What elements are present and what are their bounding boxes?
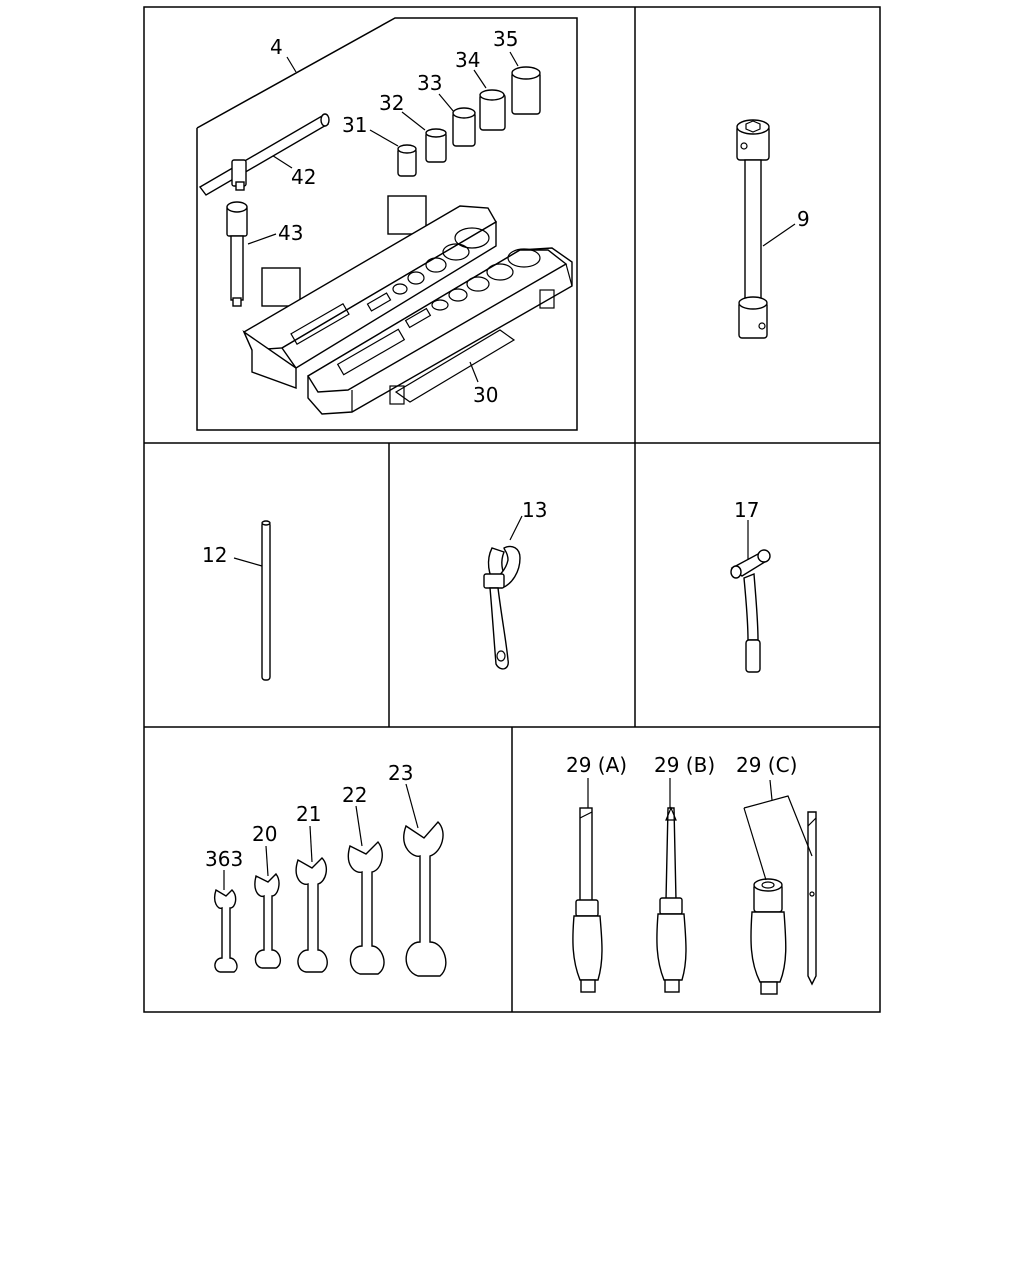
spanner-363 <box>213 888 238 973</box>
label-22: 22 <box>342 783 367 807</box>
spanner-23 <box>403 820 447 977</box>
socket-33 <box>452 107 476 147</box>
socket-34 <box>479 89 506 131</box>
spanner-21 <box>295 857 328 973</box>
diagram-frame <box>143 6 881 1013</box>
panel-tool-kit: 4 35 34 33 32 31 42 43 30 <box>196 17 578 431</box>
hammer-17 <box>730 549 771 673</box>
label-35: 35 <box>493 27 518 51</box>
tool-case-30 <box>242 195 573 415</box>
label-13: 13 <box>522 498 547 522</box>
screwdriver-29a <box>572 807 603 993</box>
case-latch-left <box>261 267 301 307</box>
label-17: 17 <box>734 498 759 522</box>
panel-adjustable-wrench: 13 <box>483 498 547 670</box>
adjustable-wrench-13 <box>483 545 521 670</box>
screwdriver-29b <box>656 806 687 993</box>
spanner-22 <box>347 840 385 975</box>
panel-screwdrivers: 29 (A) 29 (B) 29 (C) <box>566 753 817 995</box>
box-wrench-9 <box>736 119 770 339</box>
label-34: 34 <box>455 48 480 72</box>
screwdriver-29c <box>750 811 817 995</box>
label-32: 32 <box>379 91 404 115</box>
label-30: 30 <box>473 383 498 407</box>
socket-32 <box>425 128 447 163</box>
panel-hammer: 17 <box>730 498 771 673</box>
label-21: 21 <box>296 802 321 826</box>
socket-35 <box>511 66 541 115</box>
label-29b: 29 (B) <box>654 753 715 777</box>
label-20: 20 <box>252 822 277 846</box>
label-43: 43 <box>278 221 303 245</box>
label-29c: 29 (C) <box>736 753 797 777</box>
label-31: 31 <box>342 113 367 137</box>
label-12: 12 <box>202 543 227 567</box>
label-4: 4 <box>270 35 283 59</box>
t-handle-42 <box>198 113 330 196</box>
case-latch-right <box>387 195 427 235</box>
label-29a: 29 (A) <box>566 753 627 777</box>
label-33: 33 <box>417 71 442 95</box>
panel-spanners: 363 20 21 22 23 <box>205 761 447 977</box>
socket-31 <box>397 144 417 177</box>
panel-wheel-wrench: 9 <box>736 119 810 339</box>
kit-inset-frame <box>196 17 578 431</box>
extension-bar-43 <box>226 201 248 307</box>
label-9: 9 <box>797 207 810 231</box>
label-23: 23 <box>388 761 413 785</box>
spanner-20 <box>254 872 282 969</box>
panel-rod: 12 <box>202 520 271 681</box>
label-42: 42 <box>291 165 316 189</box>
label-363: 363 <box>205 847 243 871</box>
rod-12 <box>261 520 271 681</box>
